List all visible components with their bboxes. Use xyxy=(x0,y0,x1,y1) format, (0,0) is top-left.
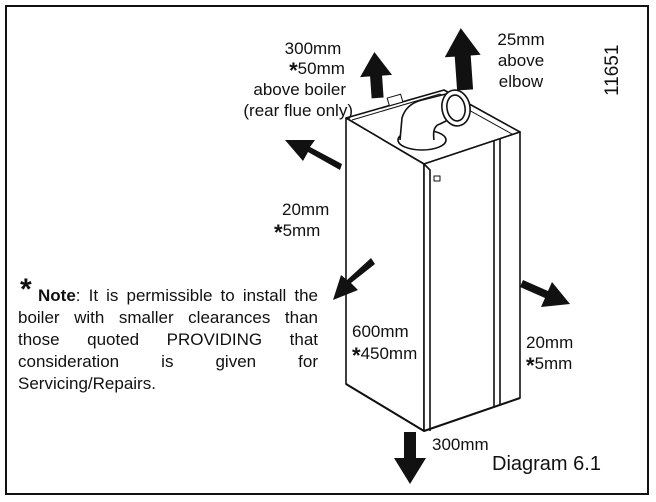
arrow-front xyxy=(333,258,375,300)
right-reduced-label: *5mm xyxy=(526,353,573,378)
diagram-caption: Diagram 6.1 xyxy=(492,453,601,475)
arrow-up-boiler xyxy=(360,52,393,99)
top-elbow-above-label: above xyxy=(497,51,545,70)
right-clearance-label: 20mm xyxy=(526,333,574,352)
note-title: Note xyxy=(38,286,76,305)
diagram-frame xyxy=(5,5,649,495)
arrow-up-elbow xyxy=(444,28,481,91)
left-reduced-label: *5mm xyxy=(274,220,321,245)
clearance-note: * Note: It is permissible to install the… xyxy=(18,275,318,395)
top-boiler-clearance-label: 300mm xyxy=(284,39,342,58)
top-elbow-elbow-label: elbow xyxy=(498,72,544,91)
left-clearance-label: 20mm xyxy=(282,200,330,219)
note-text: : It is permissible to install the boile… xyxy=(18,286,318,393)
arrow-right xyxy=(520,280,570,307)
arrow-left xyxy=(285,140,342,170)
bottom-clearance-label: 300mm xyxy=(432,435,489,454)
figure-code: 11651 xyxy=(602,44,623,96)
front-clearance-label: 600mm xyxy=(352,322,409,341)
top-boiler-reduced-label: *50mm xyxy=(289,58,345,83)
top-boiler-note-line1: above boiler xyxy=(253,80,346,99)
top-boiler-note-line2: (rear flue only) xyxy=(243,101,353,120)
front-reduced-label: *450mm xyxy=(352,343,418,368)
clearance-arrows xyxy=(285,28,570,484)
arrow-down xyxy=(394,432,426,484)
top-elbow-clearance-label: 25mm xyxy=(497,30,545,49)
note-star: * xyxy=(20,273,32,306)
